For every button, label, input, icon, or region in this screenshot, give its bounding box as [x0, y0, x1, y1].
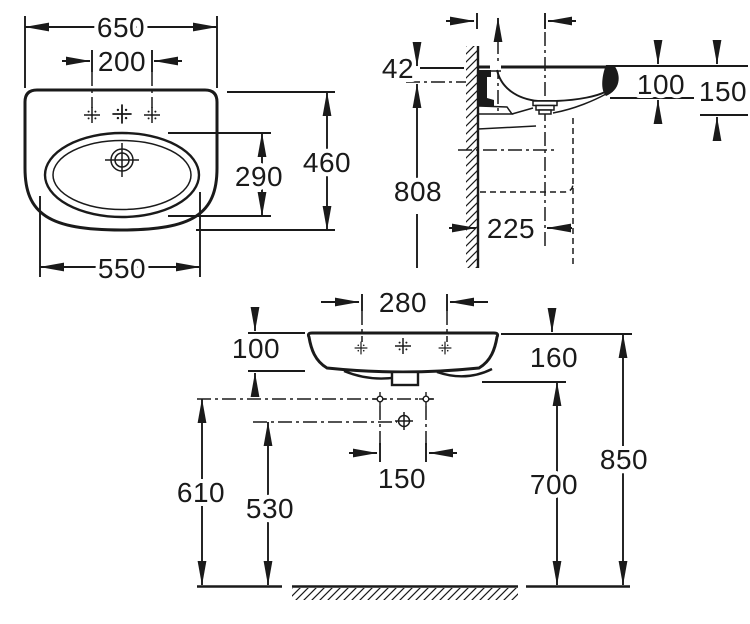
front-dim-150: 150: [349, 406, 457, 498]
side-view: 42 808: [378, 13, 750, 268]
underside-outline: [477, 125, 537, 130]
dim-label-650: 650: [97, 12, 145, 43]
basin-front-rim-section: [602, 65, 619, 96]
plan-view: 650 200 290: [23, 8, 355, 288]
plan-dim-460: 460: [196, 91, 355, 231]
plan-dim-550: 550: [39, 192, 201, 288]
side-top-reference-arrows: [446, 13, 576, 42]
tap-hole-icon: [143, 106, 161, 124]
side-dim-225: 225: [449, 209, 572, 248]
side-dim-42: 42: [378, 42, 466, 108]
dim-label-100: 100: [232, 333, 280, 364]
tap-hole-icon: [83, 106, 101, 124]
basin-front-outline: [306, 331, 500, 387]
basin-section-profile: [477, 62, 619, 268]
wall-bracket-section: [479, 70, 494, 106]
tap-hole-icon: [354, 341, 368, 355]
front-dim-280: 280: [321, 283, 488, 342]
dim-label-160: 160: [530, 342, 578, 373]
tap-hole-icon: [111, 103, 133, 125]
tap-hole-icon: [438, 341, 452, 355]
dim-label-290: 290: [235, 161, 283, 192]
front-dim-100: 100: [228, 307, 305, 397]
plan-dim-650: 650: [24, 8, 218, 88]
dim-label-460: 460: [303, 147, 351, 178]
plan-dim-290: 290: [168, 132, 287, 217]
side-dim-150: 150: [695, 40, 750, 141]
drain-box-front: [390, 370, 420, 387]
dim-label-200: 200: [98, 46, 146, 77]
hidden-drain-pipe: [480, 182, 574, 193]
plan-dim-200: 200: [62, 42, 182, 108]
side-dim-100: 100: [610, 40, 748, 124]
bracket-outline: [478, 105, 514, 115]
dim-label-850: 850: [600, 444, 648, 475]
dim-label-100: 100: [637, 69, 685, 100]
front-view: 280 100 160: [173, 283, 652, 600]
dim-label-225: 225: [487, 213, 535, 244]
bowl-underside-line: [552, 93, 607, 114]
basin-front-shape: [306, 331, 500, 374]
dim-label-700: 700: [530, 469, 578, 500]
tap-deck-gap: [490, 62, 501, 71]
bowl-outer-edge: [43, 131, 201, 219]
dim-label-150: 150: [699, 76, 747, 107]
dim-label-530: 530: [246, 493, 294, 524]
dim-label-280: 280: [379, 287, 427, 318]
side-dim-808: 808: [390, 108, 446, 268]
front-dim-610: 610: [173, 398, 229, 586]
tap-hole-icon: [394, 337, 412, 355]
fixing-hole-icon: [418, 391, 434, 407]
drain-icon-front: [395, 412, 413, 430]
front-dim-530: 530: [242, 421, 298, 586]
drain-fitting-step: [538, 109, 552, 115]
wall-hatching: [466, 46, 478, 268]
fixing-hole-icon: [372, 391, 388, 407]
dim-label-610: 610: [177, 477, 225, 508]
front-dim-160: 160: [482, 308, 632, 383]
front-dim-850: 850: [596, 333, 652, 586]
basin-outline-plan: [23, 88, 219, 232]
dim-label-150: 150: [378, 463, 426, 494]
front-dim-700: 700: [526, 381, 582, 586]
bowl-section-line: [496, 69, 606, 102]
floor-hatching: [292, 588, 518, 600]
floor: [197, 585, 630, 600]
dim-label-42: 42: [382, 53, 414, 84]
bowl-underside-line: [511, 107, 534, 115]
dim-label-808: 808: [394, 176, 442, 207]
drain-icon: [105, 143, 139, 177]
dim-label-550: 550: [98, 253, 146, 284]
underside-cutout-right: [436, 367, 493, 378]
bowl-inner-edge: [52, 139, 192, 211]
